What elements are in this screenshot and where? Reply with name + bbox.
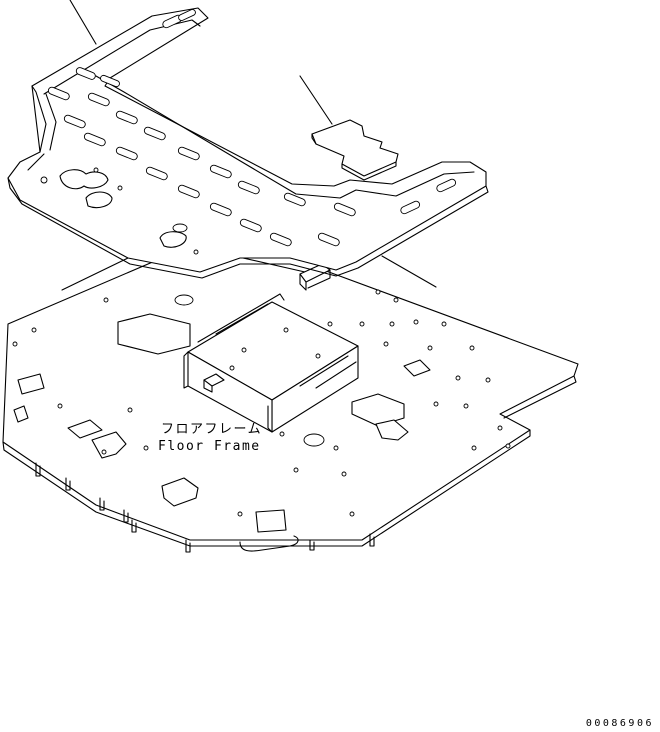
bolt-holes xyxy=(12,289,511,517)
floor-mat-outline xyxy=(7,7,487,273)
center-box xyxy=(183,293,359,433)
floor-frame-plate xyxy=(2,245,579,553)
drawing-number: 00086906 xyxy=(585,718,654,729)
leader-lines xyxy=(61,0,437,291)
side-mat-piece xyxy=(311,119,399,181)
mounting-tabs xyxy=(35,462,375,553)
plate-openings xyxy=(13,294,431,533)
step-bracket xyxy=(299,263,331,291)
mat-slots xyxy=(47,9,457,247)
floor-mat xyxy=(7,7,489,279)
part-label-japanese: フロアフレーム xyxy=(161,422,263,437)
part-label-english: Floor Frame xyxy=(158,439,261,454)
mat-patches xyxy=(40,167,199,255)
